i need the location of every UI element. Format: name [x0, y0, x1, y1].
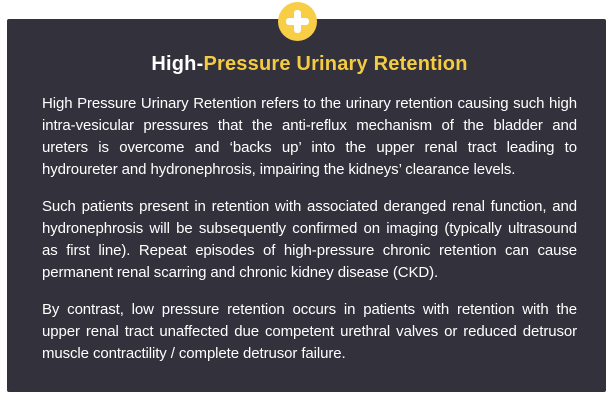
plus-icon: [294, 10, 301, 33]
card-title-highlight: Pressure Urinary Retention: [203, 53, 468, 75]
info-card: High-Pressure Urinary Retention High Pre…: [7, 19, 606, 392]
plus-icon-button[interactable]: [278, 2, 317, 41]
paragraph-presentation: Such patients present in retention with …: [42, 198, 577, 281]
paragraph-low-pressure-contrast: By contrast, low pressure retention occu…: [42, 301, 577, 362]
paragraph-definition: High Pressure Urinary Retention refers t…: [42, 95, 577, 178]
card-title: High-Pressure Urinary Retention: [42, 53, 577, 76]
card-title-prefix: High-: [151, 53, 204, 75]
